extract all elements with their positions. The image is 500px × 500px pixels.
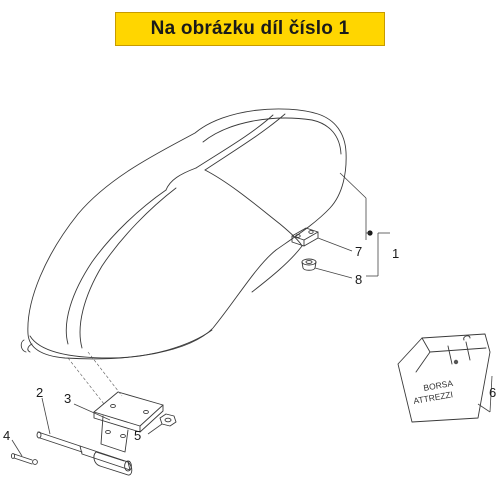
part-6-tool-bag: [397, 333, 491, 423]
part-6-label: 6: [489, 385, 496, 400]
part-8-label: 8: [355, 272, 362, 287]
part-3-label: 3: [64, 391, 71, 406]
part-2-label: 2: [36, 385, 43, 400]
part-1-label: 1: [392, 246, 399, 261]
part-8-bumper: [301, 258, 317, 271]
part-2-hinge-pin: [36, 431, 133, 476]
seat-drawing: [20, 108, 347, 360]
part-7-label: 7: [355, 244, 362, 259]
part-4-clip: [10, 453, 38, 465]
part-number-banner: Na obrázku díl číslo 1: [115, 12, 385, 46]
part-5-nut: [159, 413, 177, 427]
part-7-bracket: [291, 227, 319, 247]
tool-bag-text-line2: ATTREZZI: [413, 389, 454, 406]
part-4-label: 4: [3, 428, 10, 443]
part-3-hinge-plate: [93, 391, 164, 453]
part-5-label: 5: [134, 428, 141, 443]
